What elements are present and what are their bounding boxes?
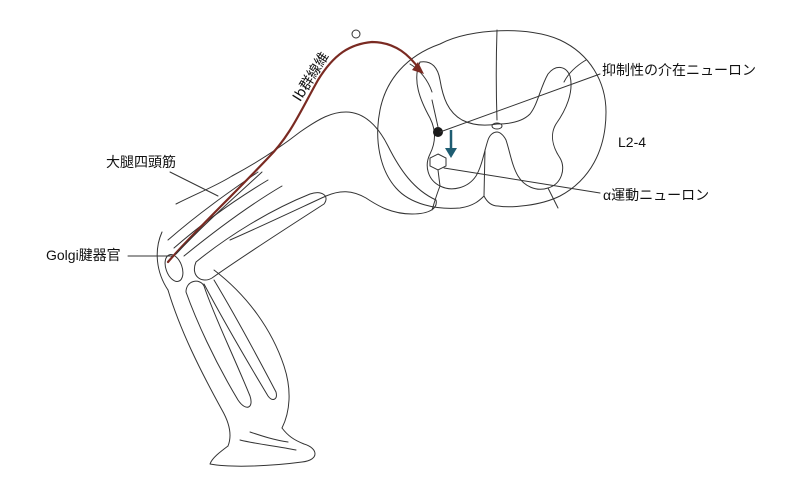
foot bbox=[209, 427, 316, 467]
ib-fiber-path bbox=[166, 40, 422, 264]
patella bbox=[164, 254, 184, 282]
ventral-fissure bbox=[483, 149, 486, 197]
quadriceps-line-2 bbox=[173, 179, 269, 249]
alpha-motor-neuron bbox=[429, 153, 447, 171]
quadriceps-line-3 bbox=[183, 185, 283, 257]
dorsal-root-ganglion bbox=[351, 29, 361, 39]
leader-quadriceps bbox=[169, 171, 219, 197]
tibia bbox=[185, 280, 252, 408]
foot-bones bbox=[239, 431, 297, 451]
fibula bbox=[203, 279, 277, 400]
interneuron-axon bbox=[431, 99, 439, 128]
nerve-bundle-1 bbox=[175, 171, 263, 255]
leader-alpha-motor bbox=[443, 167, 601, 194]
shin-front bbox=[167, 289, 231, 447]
motor-neuron-axon bbox=[437, 169, 441, 187]
alpha-motor-neuron-label: α運動ニューロン bbox=[603, 187, 710, 203]
central-canal bbox=[491, 122, 503, 130]
level-label: L2-4 bbox=[618, 134, 647, 150]
knee-front bbox=[156, 231, 169, 291]
dorsal-septum bbox=[495, 29, 498, 121]
leader-interneuron bbox=[439, 73, 601, 133]
quadriceps-label: 大腿四頭筋 bbox=[106, 154, 176, 170]
ib-fiber-arrowhead bbox=[412, 62, 424, 74]
gray-matter bbox=[416, 61, 572, 190]
inhibitory-interneuron bbox=[433, 127, 443, 137]
golgi-tendon-organ-label: Golgi腱器官 bbox=[46, 247, 121, 263]
dorsal-root-entry bbox=[409, 63, 433, 93]
thigh-upper-contour bbox=[229, 111, 437, 241]
calf-back bbox=[213, 269, 290, 429]
ventral-root-right bbox=[547, 187, 559, 209]
thigh-lower-contour bbox=[175, 175, 233, 205]
dorsal-root-entry-right bbox=[563, 59, 587, 83]
leg bbox=[156, 111, 437, 467]
femur bbox=[194, 192, 327, 281]
inhibitory-interneuron-label: 抑制性の介在ニューロン bbox=[602, 62, 756, 78]
spinal-cord-outline bbox=[377, 30, 607, 209]
ventral-root bbox=[431, 185, 441, 211]
inhibition-arrow-head bbox=[445, 148, 457, 158]
